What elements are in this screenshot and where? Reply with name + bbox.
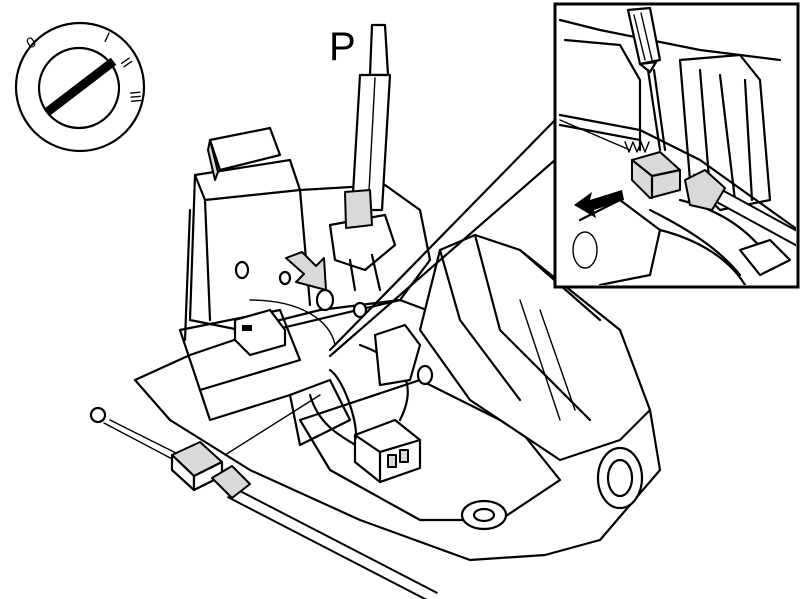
ignition-position-1: I: [101, 29, 112, 46]
solenoid-block: [233, 308, 287, 357]
ignition-key-icon: [43, 57, 117, 117]
ignition-position-3: III: [126, 90, 144, 104]
shift-cable: [89, 406, 438, 599]
wiring-connector: [353, 418, 422, 484]
arrow-down-icon: [285, 251, 327, 291]
selector-lever: [315, 23, 397, 319]
selector-housing: [133, 126, 662, 562]
gate-channel: [418, 233, 652, 462]
tower-top-block: [208, 126, 282, 172]
lever-rod: [368, 23, 390, 77]
cable-adjuster: [211, 465, 251, 499]
mounting-boss: [460, 499, 508, 531]
inset-cable-adjuster: [684, 169, 726, 211]
inset-leader-bottom: [328, 158, 557, 358]
arrow-left-icon: [574, 190, 624, 218]
screwdriver-icon: [626, 6, 667, 152]
ignition-dial: 0 I II III: [14, 21, 146, 153]
cable-end-eye: [89, 406, 107, 424]
cable-bushing: [596, 446, 644, 510]
shift-position-label: P: [329, 25, 356, 69]
cable-spring: [624, 141, 650, 153]
detail-inset: [553, 2, 800, 289]
cable-leader: [224, 394, 321, 456]
inset-leader-top: [328, 118, 557, 352]
